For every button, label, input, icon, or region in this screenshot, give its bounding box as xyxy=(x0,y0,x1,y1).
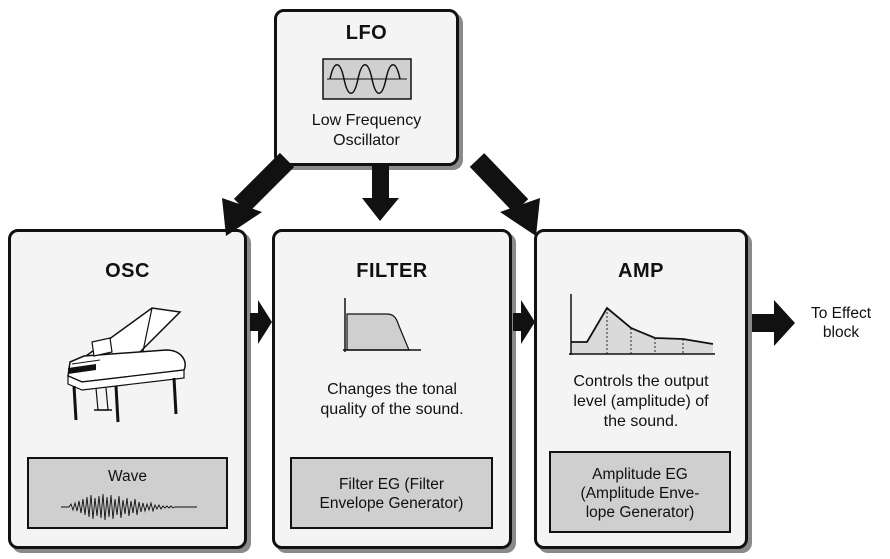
to-effect-label: To Effect block xyxy=(810,305,872,341)
lfo-to-osc-arrow xyxy=(222,152,295,236)
waveform-icon xyxy=(61,493,197,521)
osc-wave-box: Wave xyxy=(27,457,228,529)
osc-block: OSC Wave xyxy=(8,229,247,549)
lfo-to-filter-arrow xyxy=(362,166,399,221)
amp-description: Controls the output level (amplitude) of… xyxy=(573,373,709,430)
amp-eg-box: Amplitude EG (Amplitude Enve- lope Gener… xyxy=(549,451,731,533)
osc-wave-label: Wave xyxy=(107,468,148,485)
filter-title: FILTER xyxy=(356,260,428,282)
lowpass-filter-icon xyxy=(343,298,421,352)
lfo-to-amp-arrow xyxy=(469,153,540,236)
filter-to-amp-arrow xyxy=(513,300,535,344)
amp-block: AMP Controls the output level (amplitude… xyxy=(534,229,748,549)
amp-to-effect-arrow xyxy=(752,300,795,346)
amplitude-envelope-icon xyxy=(569,294,715,355)
amp-title: AMP xyxy=(618,260,664,282)
lfo-description: Low Frequency Oscillator xyxy=(311,112,422,149)
filter-description: Changes the tonal quality of the sound. xyxy=(320,381,464,418)
lfo-title: LFO xyxy=(345,22,388,44)
grand-piano-icon xyxy=(67,307,186,423)
filter-eg-box: Filter EG (Filter Envelope Generator) xyxy=(290,457,493,529)
osc-to-filter-arrow xyxy=(250,300,272,344)
sine-wave-icon xyxy=(322,58,412,100)
filter-block: FILTER Changes the tonal quality of the … xyxy=(272,229,512,549)
osc-title: OSC xyxy=(105,260,150,282)
lfo-block: LFO Low Frequency Oscillator xyxy=(274,9,459,166)
